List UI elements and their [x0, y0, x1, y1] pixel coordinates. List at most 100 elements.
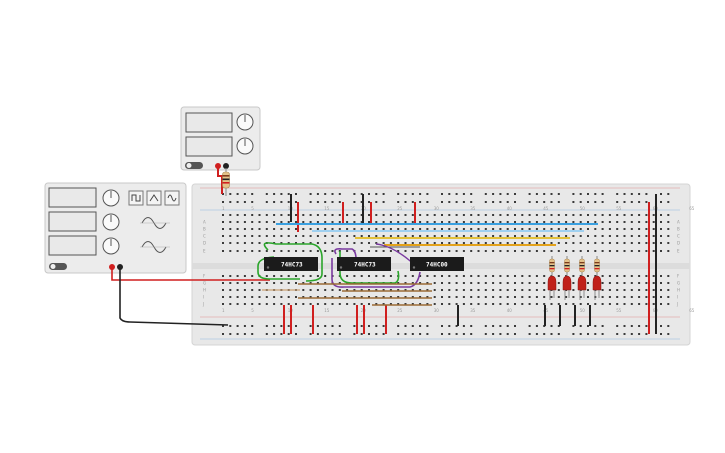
breadboard-hole[interactable] — [324, 325, 327, 327]
breadboard-hole[interactable] — [587, 250, 589, 252]
breadboard-hole[interactable] — [594, 333, 597, 335]
breadboard-hole[interactable] — [243, 193, 246, 195]
breadboard-hole[interactable] — [419, 282, 422, 284]
breadboard-hole[interactable] — [287, 242, 290, 244]
breadboard-hole[interactable] — [521, 296, 524, 298]
breadboard-hole[interactable] — [295, 235, 297, 237]
breadboard-hole[interactable] — [397, 325, 400, 327]
breadboard-hole[interactable] — [630, 221, 633, 223]
breadboard-hole[interactable] — [652, 235, 655, 237]
breadboard-hole[interactable] — [528, 235, 531, 237]
breadboard-hole[interactable] — [353, 235, 356, 237]
breadboard-hole[interactable] — [360, 289, 363, 291]
breadboard-hole[interactable] — [601, 235, 604, 237]
breadboard-hole[interactable] — [243, 221, 246, 223]
breadboard-hole[interactable] — [579, 303, 582, 305]
breadboard-hole[interactable] — [360, 235, 363, 237]
breadboard-hole[interactable] — [222, 235, 224, 237]
breadboard-hole[interactable] — [557, 275, 560, 277]
breadboard-hole[interactable] — [433, 221, 436, 223]
breadboard-hole[interactable] — [258, 235, 261, 237]
breadboard-hole[interactable] — [287, 303, 290, 305]
breadboard-hole[interactable] — [462, 193, 465, 195]
breadboard-hole[interactable] — [448, 228, 451, 230]
breadboard-hole[interactable] — [251, 214, 254, 216]
breadboard-hole[interactable] — [251, 242, 254, 244]
breadboard-hole[interactable] — [287, 221, 290, 223]
breadboard-hole[interactable] — [397, 296, 400, 298]
breadboard-hole[interactable] — [587, 242, 589, 244]
breadboard-hole[interactable] — [528, 228, 531, 230]
breadboard-hole[interactable] — [382, 221, 385, 223]
breadboard-hole[interactable] — [557, 242, 560, 244]
breadboard-hole[interactable] — [382, 325, 385, 327]
breadboard-hole[interactable] — [557, 303, 560, 305]
breadboard-hole[interactable] — [324, 250, 327, 252]
breadboard-hole[interactable] — [623, 214, 626, 216]
breadboard-hole[interactable] — [404, 250, 407, 252]
breadboard-hole[interactable] — [360, 221, 363, 223]
breadboard-hole[interactable] — [667, 235, 670, 237]
breadboard-hole[interactable] — [375, 303, 378, 305]
breadboard-hole[interactable] — [535, 303, 538, 305]
breadboard-hole[interactable] — [397, 193, 400, 195]
breadboard-hole[interactable] — [608, 275, 611, 277]
breadboard-hole[interactable] — [601, 221, 604, 223]
breadboard-hole[interactable] — [243, 296, 246, 298]
breadboard-hole[interactable] — [594, 228, 597, 230]
breadboard-hole[interactable] — [404, 296, 407, 298]
breadboard-hole[interactable] — [499, 275, 502, 277]
breadboard-hole[interactable] — [470, 193, 473, 195]
breadboard-hole[interactable] — [426, 289, 429, 291]
breadboard-hole[interactable] — [535, 296, 538, 298]
breadboard-hole[interactable] — [550, 333, 553, 335]
breadboard-hole[interactable] — [382, 296, 385, 298]
breadboard-hole[interactable] — [521, 242, 524, 244]
breadboard-hole[interactable] — [419, 303, 422, 305]
breadboard-hole[interactable] — [550, 325, 553, 327]
breadboard-hole[interactable] — [280, 221, 283, 223]
breadboard-hole[interactable] — [280, 193, 283, 195]
breadboard-hole[interactable] — [389, 235, 392, 237]
breadboard-hole[interactable] — [645, 214, 648, 216]
breadboard-hole[interactable] — [236, 333, 239, 335]
breadboard-hole[interactable] — [492, 333, 495, 335]
breadboard-hole[interactable] — [309, 242, 312, 244]
breadboard-hole[interactable] — [638, 250, 641, 252]
breadboard-hole[interactable] — [660, 333, 662, 335]
breadboard-hole[interactable] — [251, 282, 254, 284]
breadboard-hole[interactable] — [404, 201, 407, 203]
breadboard-hole[interactable] — [229, 193, 232, 195]
breadboard-hole[interactable] — [302, 275, 305, 277]
breadboard-hole[interactable] — [243, 214, 246, 216]
breadboard-hole[interactable] — [645, 325, 648, 327]
breadboard-hole[interactable] — [353, 325, 356, 327]
breadboard-hole[interactable] — [382, 214, 385, 216]
breadboard-hole[interactable] — [280, 325, 283, 327]
breadboard-hole[interactable] — [331, 250, 334, 252]
breadboard-hole[interactable] — [389, 275, 392, 277]
breadboard-hole[interactable] — [462, 221, 465, 223]
breadboard-hole[interactable] — [302, 303, 305, 305]
breadboard-hole[interactable] — [492, 235, 495, 237]
breadboard-hole[interactable] — [499, 235, 502, 237]
breadboard-hole[interactable] — [368, 214, 370, 216]
breadboard-hole[interactable] — [295, 214, 297, 216]
breadboard-hole[interactable] — [470, 242, 473, 244]
breadboard-hole[interactable] — [572, 242, 575, 244]
breadboard-hole[interactable] — [462, 333, 465, 335]
breadboard-hole[interactable] — [324, 275, 327, 277]
purple-wire[interactable] — [331, 248, 421, 288]
breadboard-hole[interactable] — [273, 303, 276, 305]
breadboard-hole[interactable] — [623, 235, 626, 237]
breadboard-hole[interactable] — [287, 235, 290, 237]
breadboard-hole[interactable] — [251, 228, 254, 230]
breadboard-hole[interactable] — [295, 193, 297, 195]
breadboard-hole[interactable] — [280, 228, 283, 230]
breadboard-hole[interactable] — [309, 333, 312, 335]
breadboard-hole[interactable] — [506, 325, 509, 327]
breadboard-hole[interactable] — [236, 214, 239, 216]
breadboard-hole[interactable] — [353, 296, 356, 298]
breadboard-hole[interactable] — [528, 221, 531, 223]
breadboard-hole[interactable] — [557, 250, 560, 252]
